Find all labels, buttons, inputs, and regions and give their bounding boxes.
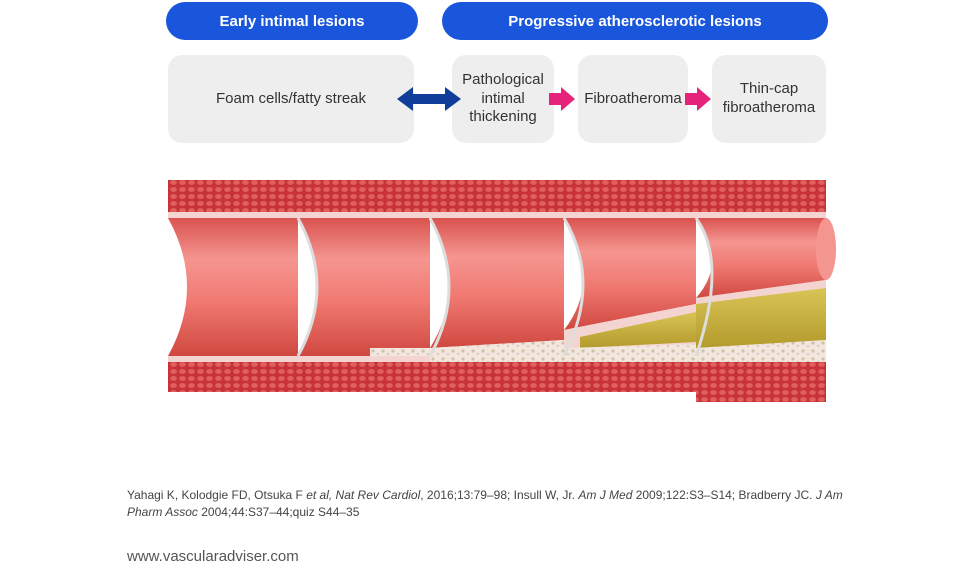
arrow-right-icon bbox=[549, 87, 575, 111]
reference-citation: Yahagi K, Kolodgie FD, Otsuka F et al, N… bbox=[127, 487, 847, 522]
stage-label: Fibroatheroma bbox=[584, 89, 682, 107]
stage-label: Pathological intimal thickening bbox=[462, 70, 544, 126]
reference-part: 2004;44:S37–44;quiz S44–35 bbox=[197, 505, 360, 520]
reference-part: 2009;122:S3–S14; Bradberry JC. bbox=[632, 488, 816, 502]
progressive-lesions-header: Progressive atherosclerotic lesions bbox=[442, 2, 828, 40]
arrow-right-icon bbox=[685, 87, 711, 111]
stage-label: Thin-cap fibroatheroma bbox=[722, 80, 816, 116]
segment-fibroatheroma bbox=[562, 180, 696, 392]
stage-pathological-thickening: Pathological intimal thickening bbox=[452, 55, 554, 143]
segment-fatty-streak bbox=[296, 180, 430, 392]
reference-part: , 2016;13:79–98; Insull W, Jr. bbox=[420, 488, 579, 502]
stage-thin-cap-fibroatheroma: Thin-cap fibroatheroma bbox=[712, 55, 826, 143]
stage-foam-cells: Foam cells/fatty streak bbox=[168, 55, 414, 143]
stage-label: Foam cells/fatty streak bbox=[215, 89, 367, 107]
segment-thin-cap-fibroatheroma bbox=[694, 180, 836, 402]
early-lesions-header: Early intimal lesions bbox=[166, 2, 418, 40]
website-url: www.vascularadviser.com bbox=[127, 548, 299, 565]
reference-part: Yahagi K, Kolodgie FD, Otsuka F bbox=[127, 488, 307, 502]
double-arrow-icon bbox=[397, 87, 461, 111]
reference-part: et al, Nat Rev Cardiol bbox=[306, 488, 421, 502]
segment-foam-cells bbox=[168, 180, 298, 392]
stage-fibroatheroma: Fibroatheroma bbox=[578, 55, 688, 143]
artery-cross-section-illustration bbox=[168, 180, 836, 402]
reference-part: J Am Pharm Assoc bbox=[127, 488, 843, 520]
reference-part: Am J Med bbox=[578, 488, 633, 502]
segment-pathological-thickening bbox=[428, 180, 564, 392]
